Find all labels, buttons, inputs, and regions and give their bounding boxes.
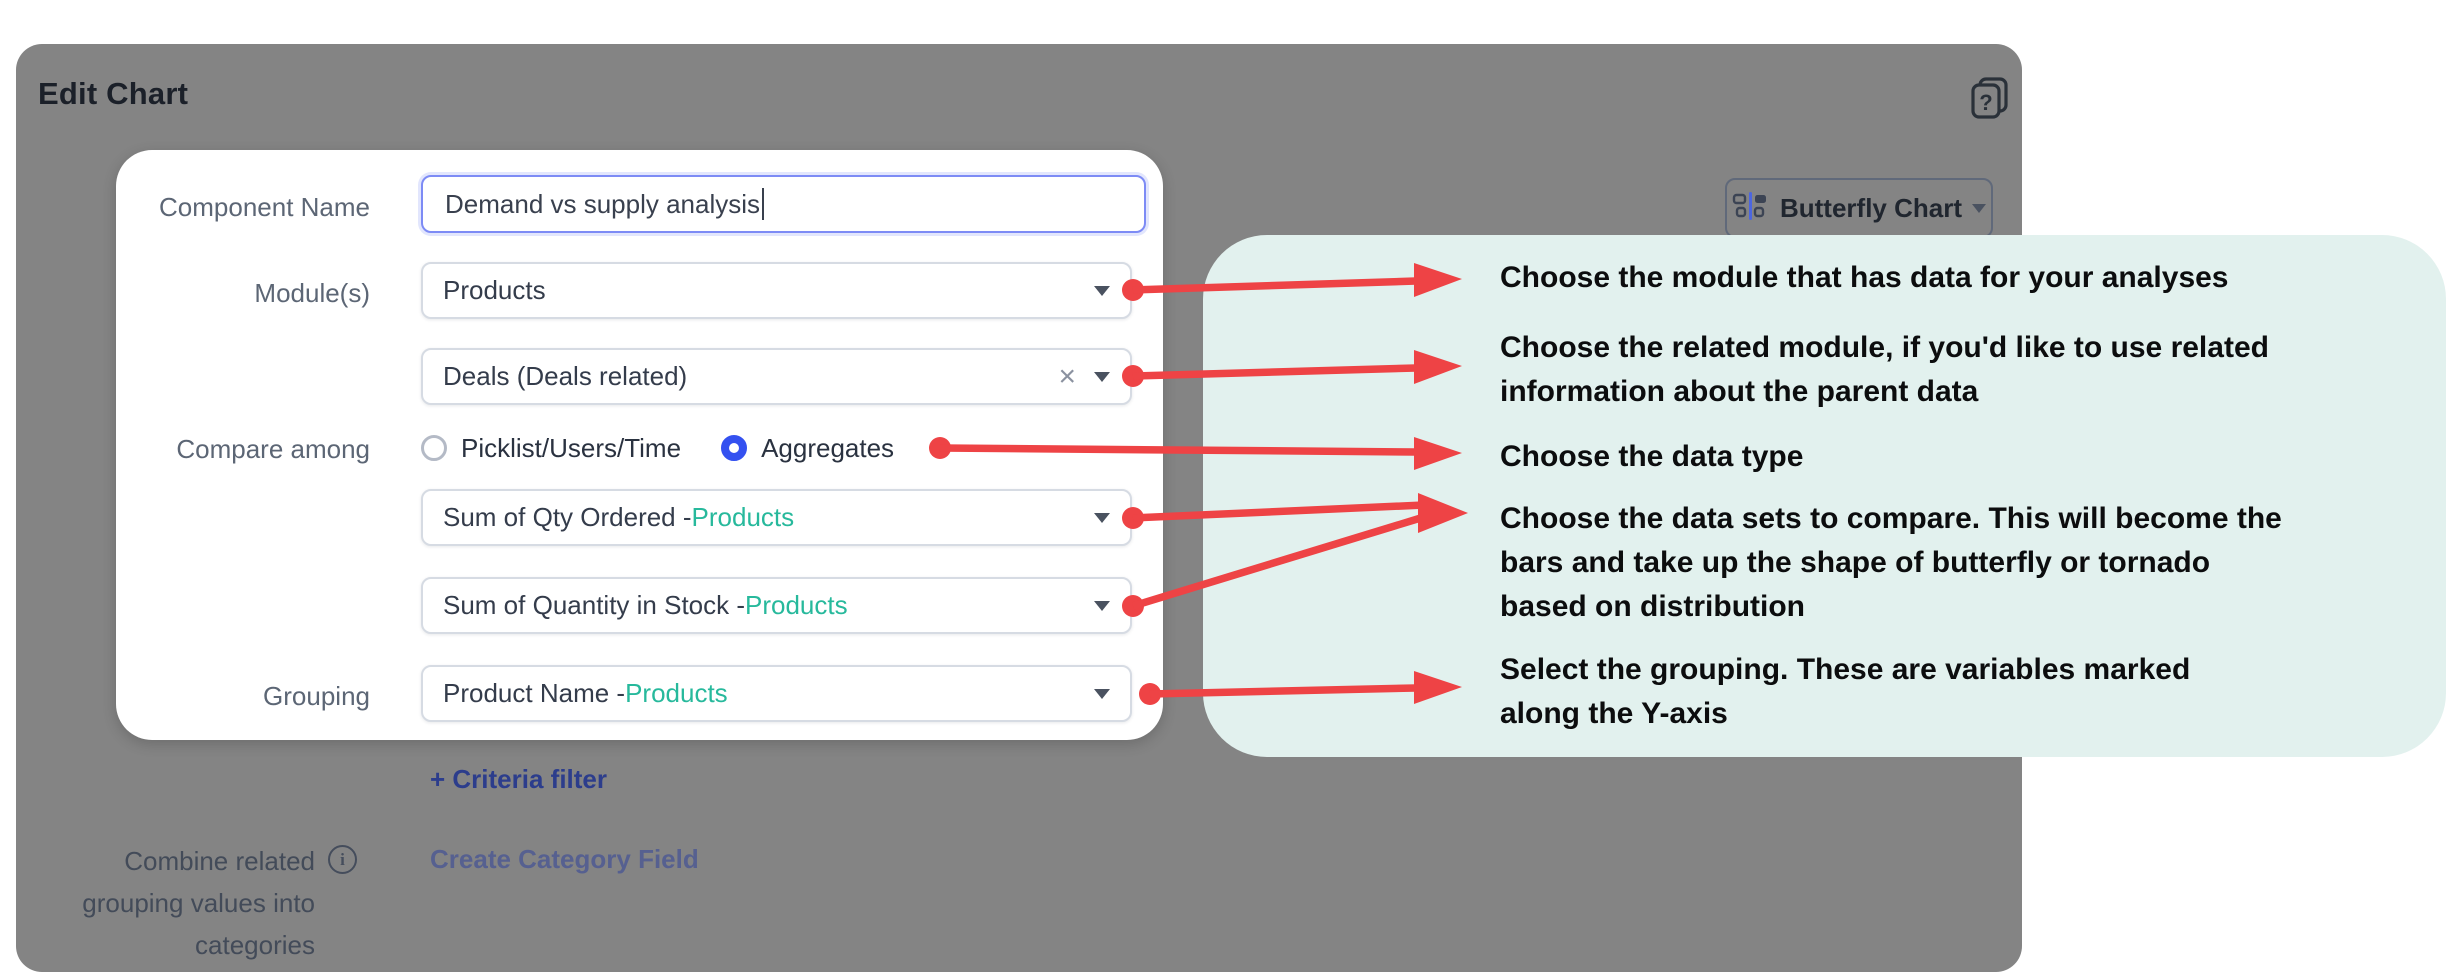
radio-picklist-users-time[interactable] (421, 435, 447, 461)
annotation-note-2: Choose the related module, if you'd like… (1500, 331, 2269, 408)
combine-line-1: Combine related (124, 846, 315, 876)
chart-type-label: Butterfly Chart (1779, 192, 1962, 223)
annotation-note-5: Select the grouping. These are variables… (1500, 653, 2191, 730)
module-select[interactable]: Products (421, 262, 1132, 319)
create-category-field-link[interactable]: Create Category Field (430, 844, 699, 874)
combine-grouping-label: Combine related grouping values into cat… (40, 840, 315, 966)
criteria-filter-link[interactable]: + Criteria filter (430, 764, 608, 794)
combine-line-3: categories (195, 930, 315, 960)
annotation-note-4: Choose the data sets to compare. This wi… (1500, 502, 2282, 623)
component-name-label: Component Name (159, 192, 370, 222)
radio-label-aggregates[interactable]: Aggregates (761, 432, 895, 463)
clear-icon[interactable]: × (1058, 359, 1076, 393)
component-name-value: Demand vs supply analysis (445, 188, 761, 219)
chevron-down-icon (1094, 512, 1110, 523)
grouping-select[interactable]: Product Name - Products (421, 665, 1132, 722)
aggregate-2-field: Sum of Quantity in Stock - (443, 590, 746, 620)
module-select-value: Products (443, 275, 546, 305)
annotation-note-1: Choose the module that has data for your… (1500, 261, 2229, 294)
compare-among-label: Compare among (176, 434, 370, 464)
aggregate-1-field: Sum of Qty Ordered - (443, 502, 692, 532)
text-cursor (762, 188, 765, 220)
radio-aggregates[interactable] (721, 435, 748, 461)
combine-line-2: grouping values into (82, 888, 315, 918)
chart-type-dropdown[interactable]: Butterfly Chart (1725, 178, 1993, 238)
annotation-note-3: Choose the data type (1500, 440, 1804, 473)
chevron-down-icon (1094, 688, 1110, 699)
radio-label-picklist[interactable]: Picklist/Users/Time (461, 432, 682, 463)
grouping-module: Products (625, 678, 728, 708)
duplicate-pages-icon[interactable]: ? (1968, 76, 2012, 120)
related-module-value: Deals (Deals related) (443, 361, 688, 391)
related-module-select[interactable]: Deals (Deals related) × (421, 348, 1132, 405)
chevron-down-icon (1972, 203, 1986, 213)
component-name-input[interactable]: Demand vs supply analysis (421, 175, 1146, 233)
aggregate-2-select[interactable]: Sum of Quantity in Stock - Products (421, 577, 1132, 634)
chevron-down-icon (1094, 371, 1110, 382)
chevron-down-icon (1094, 285, 1110, 296)
dialog-title: Edit Chart (38, 76, 189, 111)
grouping-field: Product Name - (443, 678, 626, 708)
modules-label: Module(s) (254, 278, 370, 308)
grouping-label: Grouping (263, 681, 370, 711)
aggregate-1-module: Products (691, 502, 795, 532)
svg-text:?: ? (1979, 90, 1992, 115)
compare-among-options: Picklist/Users/Time Aggregates (421, 433, 920, 463)
annotation-callout-box (1203, 235, 2446, 757)
butterfly-chart-icon (1732, 190, 1770, 227)
aggregate-2-module: Products (745, 590, 848, 620)
info-icon[interactable]: i (328, 845, 357, 874)
aggregate-1-select[interactable]: Sum of Qty Ordered - Products (421, 489, 1132, 546)
chevron-down-icon (1094, 600, 1110, 611)
